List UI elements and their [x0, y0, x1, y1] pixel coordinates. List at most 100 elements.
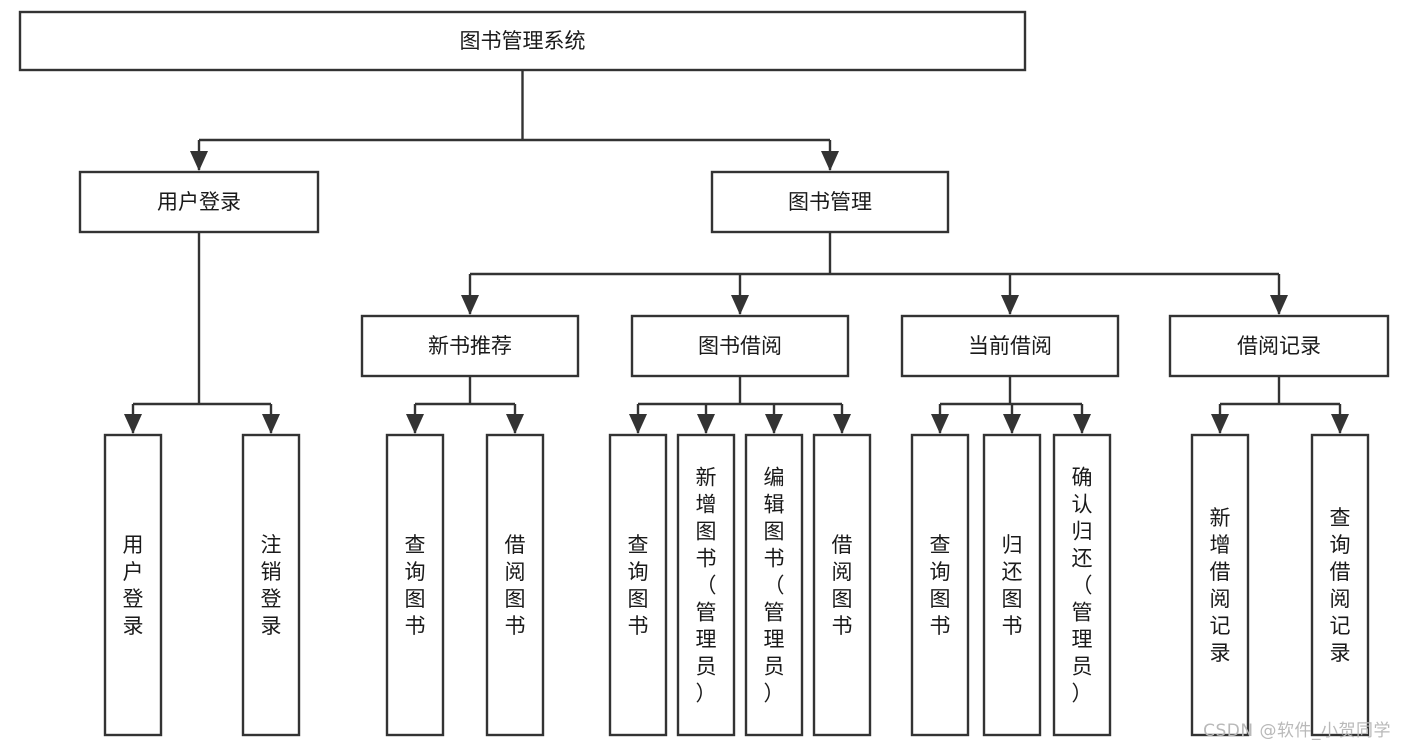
node-label-leaf-edit-book: 管 — [764, 601, 785, 625]
node-label-leaf-query-book-2: 询 — [628, 560, 649, 584]
node-box-root — [18, 10, 1027, 72]
node-label-leaf-query-record: 查 — [1330, 506, 1351, 530]
node-label-leaf-add-book: （ — [696, 574, 717, 598]
node-label-leaf-query-book-1: 查 — [405, 533, 426, 557]
node-label-leaf-query-book-3: 查 — [930, 533, 951, 557]
node-user-login[interactable]: 用户登录 — [78, 170, 320, 234]
edge-arrow-icon — [1073, 414, 1091, 434]
node-label-leaf-borrow-book-2: 图 — [832, 587, 853, 611]
edge-arrow-icon — [262, 414, 280, 434]
node-label-leaf-confirm-return: （ — [1072, 574, 1093, 598]
node-label-leaf-add-book: 新 — [696, 466, 717, 490]
node-box-user-login — [78, 170, 320, 234]
watermark: CSDN @软件_小贺同学 — [1203, 721, 1391, 741]
node-new-book-rec[interactable]: 新书推荐 — [360, 314, 580, 378]
node-label-leaf-query-book-2: 图 — [628, 587, 649, 611]
edges-layer — [124, 70, 1349, 434]
node-label-leaf-query-book-1: 询 — [405, 560, 426, 584]
edge-arrow-icon — [833, 414, 851, 434]
node-label-leaf-add-record: 借 — [1210, 560, 1231, 584]
node-label-leaf-query-book-3: 询 — [930, 560, 951, 584]
node-borrow-record[interactable]: 借阅记录 — [1168, 314, 1390, 378]
node-box-leaf-confirm-return — [1052, 433, 1112, 737]
node-label-leaf-borrow-book-1: 图 — [505, 587, 526, 611]
edge-arrow-icon — [190, 151, 208, 171]
node-book-manage[interactable]: 图书管理 — [710, 170, 950, 234]
node-label-leaf-add-record: 阅 — [1210, 587, 1231, 611]
node-label-leaf-user-login: 录 — [123, 614, 144, 638]
node-label-leaf-edit-book: 图 — [764, 520, 785, 544]
node-label-leaf-query-record: 借 — [1330, 560, 1351, 584]
node-label-leaf-add-book: 员 — [696, 655, 717, 679]
edge-group — [629, 376, 851, 434]
node-label-leaf-query-book-1: 书 — [405, 614, 426, 638]
edge-arrow-icon — [506, 414, 524, 434]
node-box-leaf-query-book-2 — [608, 433, 668, 737]
node-label-leaf-edit-book: 辑 — [764, 493, 785, 517]
node-label-leaf-return-book: 归 — [1002, 533, 1023, 557]
edge-arrow-icon — [461, 295, 479, 315]
node-root[interactable]: 图书管理系统 — [18, 10, 1027, 72]
node-book-borrow[interactable]: 图书借阅 — [630, 314, 850, 378]
edge-arrow-icon — [1003, 414, 1021, 434]
node-label-book-borrow: 图书借阅 — [698, 334, 782, 358]
node-label-leaf-add-record: 记 — [1210, 614, 1231, 638]
node-label-leaf-logout: 登 — [261, 587, 282, 611]
node-box-leaf-query-book-3 — [910, 433, 970, 737]
node-label-leaf-edit-book: 编 — [764, 466, 785, 490]
edge-arrow-icon — [931, 414, 949, 434]
node-label-leaf-query-book-3: 书 — [930, 614, 951, 638]
node-label-leaf-confirm-return: 管 — [1072, 601, 1093, 625]
edge-arrow-icon — [1331, 414, 1349, 434]
node-label-leaf-confirm-return: 还 — [1072, 547, 1093, 571]
node-box-leaf-add-record — [1190, 433, 1250, 737]
node-label-leaf-add-book: 管 — [696, 601, 717, 625]
node-leaf-user-login[interactable]: 用户登录 — [103, 433, 163, 737]
node-label-leaf-edit-book: 理 — [764, 628, 785, 652]
node-label-leaf-borrow-book-2: 书 — [832, 614, 853, 638]
edge-arrow-icon — [124, 414, 142, 434]
node-label-new-book-rec: 新书推荐 — [428, 334, 512, 358]
node-label-leaf-edit-book: ） — [764, 682, 785, 706]
node-label-leaf-add-book: 理 — [696, 628, 717, 652]
node-current-borrow[interactable]: 当前借阅 — [900, 314, 1120, 378]
node-label-leaf-query-book-3: 图 — [930, 587, 951, 611]
node-box-leaf-edit-book — [744, 433, 804, 737]
node-label-leaf-query-record: 记 — [1330, 614, 1351, 638]
node-box-leaf-user-login — [103, 433, 163, 737]
edge-arrow-icon — [406, 414, 424, 434]
edge-arrow-icon — [765, 414, 783, 434]
node-label-leaf-add-book: 书 — [696, 547, 717, 571]
node-label-leaf-return-book: 图 — [1002, 587, 1023, 611]
node-label-leaf-query-book-2: 书 — [628, 614, 649, 638]
node-box-leaf-borrow-book-1 — [485, 433, 545, 737]
node-label-leaf-return-book: 还 — [1002, 560, 1023, 584]
edge-arrow-icon — [1211, 414, 1229, 434]
node-label-leaf-user-login: 登 — [123, 587, 144, 611]
edge-arrow-icon — [697, 414, 715, 434]
node-box-leaf-borrow-book-2 — [812, 433, 872, 737]
node-box-current-borrow — [900, 314, 1120, 378]
node-label-leaf-add-record: 新 — [1210, 506, 1231, 530]
node-label-leaf-edit-book: （ — [764, 574, 785, 598]
node-label-leaf-confirm-return: 归 — [1072, 520, 1093, 544]
node-box-new-book-rec — [360, 314, 580, 378]
edge-group — [124, 232, 280, 434]
node-label-leaf-query-book-2: 查 — [628, 533, 649, 557]
edge-group — [190, 70, 839, 171]
node-label-leaf-query-record: 录 — [1330, 641, 1351, 665]
node-label-leaf-confirm-return: ） — [1072, 682, 1093, 706]
